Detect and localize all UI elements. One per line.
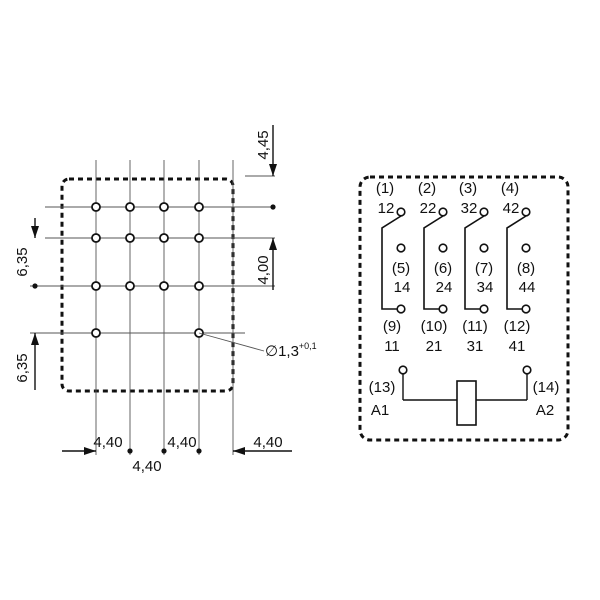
footprint-outline	[60, 177, 235, 393]
hole	[125, 281, 135, 291]
hole	[91, 281, 101, 291]
schematic-outline	[358, 175, 570, 442]
contact-bot-paren: (12)	[504, 318, 531, 335]
contact-mid-number: 14	[394, 279, 411, 296]
contact-top-number: 22	[420, 200, 437, 217]
bottom-dimension-line: 4,40 4,40 4,40 4,40	[62, 434, 292, 475]
hole	[125, 202, 135, 212]
contact-pin-nc	[438, 207, 448, 217]
hole-diameter-label: ∅1,3+0,1	[265, 341, 317, 360]
contact-pin-nc	[479, 207, 489, 217]
contact-mid-paren: (7)	[475, 260, 493, 277]
contact-top-number: 32	[461, 200, 478, 217]
coil-right-paren: (14)	[533, 379, 560, 396]
dim-bottom-1: 4,40	[93, 434, 122, 451]
contact-top-number: 12	[378, 200, 395, 217]
hole	[159, 281, 169, 291]
contact-top-number: 42	[503, 200, 520, 217]
contact-wiper	[506, 215, 527, 310]
coil-circuit: (13) A1 (14) A2	[369, 365, 560, 426]
contact-mid-number: 44	[519, 279, 536, 296]
contact-mid-paren: (6)	[434, 260, 452, 277]
mounting-holes	[91, 202, 204, 338]
hole	[194, 281, 204, 291]
contact-pin-nc	[396, 207, 406, 217]
hole	[194, 233, 204, 243]
dim-bottom-2: 4,40	[167, 434, 196, 451]
right-dimension-line: 4,45 4,00	[255, 125, 277, 290]
contact-mid-number: 24	[436, 279, 453, 296]
coil-left-name: A1	[371, 402, 389, 419]
contact-bot-paren: (11)	[462, 318, 488, 335]
dim-vertical-mid: 4,00	[255, 255, 272, 284]
coil-right-name: A2	[536, 402, 554, 419]
contact-wiper	[381, 215, 402, 310]
contact-pin-no	[396, 243, 406, 253]
contact-set-4: (4) 42 (8) 44 (12) 41	[501, 180, 536, 355]
left-dimension-line: 6,35 6,35	[14, 218, 39, 390]
coil-pin-a2	[522, 365, 532, 375]
relay-schematic: (1) 12 (5) 14 (9) 11 (2) 22 (6) 24 (10) 21 (3) 32 (7) 3…	[358, 175, 570, 442]
contact-bot-paren: (10)	[421, 318, 448, 335]
contacts-layer: (1) 12 (5) 14 (9) 11 (2) 22 (6) 24 (10) 21 (3) 32 (7) 3…	[376, 180, 536, 355]
coil-symbol	[456, 380, 477, 426]
contact-wiper	[423, 215, 444, 310]
contact-top-paren: (2)	[418, 180, 436, 197]
dim-bottom-3: 4,40	[253, 434, 282, 451]
hole	[91, 202, 101, 212]
contact-bot-number: 21	[426, 338, 443, 355]
contact-bot-paren: (9)	[383, 318, 401, 335]
coil-left-paren: (13)	[369, 379, 396, 396]
hole	[91, 233, 101, 243]
contact-bot-number: 11	[384, 338, 400, 355]
hole-diameter-callout: ∅1,3+0,1	[198, 332, 317, 360]
pcb-footprint: 4,45 4,00 6,35 6,35 4,40 4,40 4,40 4,40	[14, 125, 317, 475]
contact-pin-no	[438, 243, 448, 253]
dim-vertical-top: 4,45	[255, 130, 272, 159]
hole	[159, 233, 169, 243]
dim-row-lower: 6,35	[14, 353, 31, 382]
contact-mid-number: 34	[477, 279, 494, 296]
contact-set-3: (3) 32 (7) 34 (11) 31	[459, 180, 494, 355]
hole	[194, 202, 204, 212]
contact-mid-paren: (5)	[392, 260, 410, 277]
contact-top-paren: (4)	[501, 180, 519, 197]
contact-pin-nc	[521, 207, 531, 217]
contact-pin-no	[479, 243, 489, 253]
contact-bot-number: 31	[467, 338, 484, 355]
contact-top-paren: (1)	[376, 180, 394, 197]
contact-pin-no	[521, 243, 531, 253]
contact-set-2: (2) 22 (6) 24 (10) 21	[418, 180, 453, 355]
dim-bottom-center: 4,40	[132, 458, 161, 475]
dim-row-upper: 6,35	[14, 247, 31, 276]
contact-pin-common	[396, 304, 406, 314]
contact-pin-common	[521, 304, 531, 314]
coil-pin-a1	[398, 365, 408, 375]
contact-mid-paren: (8)	[517, 260, 535, 277]
contact-set-1: (1) 12 (5) 14 (9) 11	[376, 180, 411, 355]
contact-top-paren: (3)	[459, 180, 477, 197]
hole	[159, 202, 169, 212]
contact-pin-common	[438, 304, 448, 314]
hole	[125, 233, 135, 243]
hole	[91, 328, 101, 338]
contact-pin-common	[479, 304, 489, 314]
contact-wiper	[464, 215, 485, 310]
contact-bot-number: 41	[509, 338, 526, 355]
horizontal-gridlines	[30, 175, 275, 334]
